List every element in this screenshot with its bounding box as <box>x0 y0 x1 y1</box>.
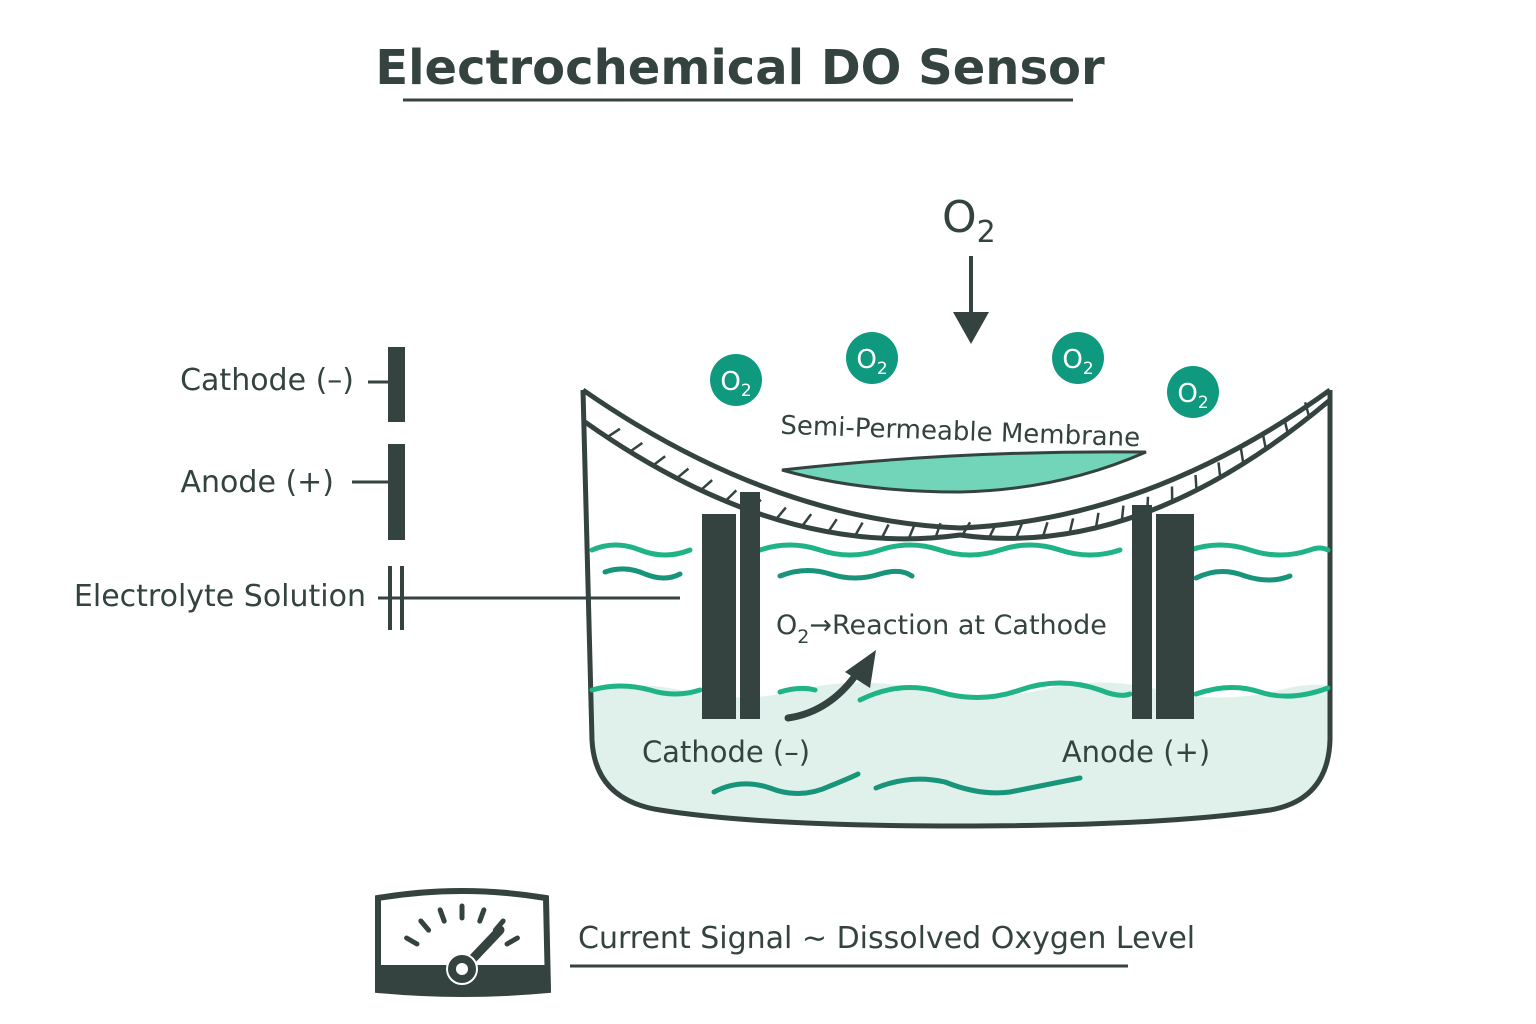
diagram-title: Electrochemical DO Sensor <box>375 40 1105 96</box>
membrane-tick <box>934 522 942 539</box>
cathode-electrode <box>702 492 760 719</box>
oxygen-bubbles: O2 O2 O2 O2 <box>710 332 1219 418</box>
membrane-tick <box>675 467 690 480</box>
membrane-tick <box>961 521 972 536</box>
gauge-tick <box>418 918 432 933</box>
legend-label: Cathode (–) <box>180 363 354 398</box>
legend-label: Anode (+) <box>181 465 334 500</box>
svg-text:O2: O2 <box>856 345 887 379</box>
membrane-tick <box>1041 521 1049 538</box>
electrode-bar-icon <box>388 347 405 422</box>
legend: Cathode (–) Anode (+) Electrolyte Soluti… <box>74 347 408 630</box>
membrane-tick <box>1094 512 1100 529</box>
oxygen-down-arrow-icon <box>953 312 989 344</box>
legend-item-anode: Anode (+) <box>181 444 405 540</box>
membrane-tick <box>652 455 666 467</box>
gauge-tick <box>437 907 447 924</box>
cathode-label: Cathode (–) <box>642 735 810 769</box>
sensor-vessel <box>580 389 1333 829</box>
gauge-tick <box>504 935 520 947</box>
oxygen-source: O2 <box>942 192 996 344</box>
membrane-tick <box>880 523 890 539</box>
membrane-tick <box>1068 518 1075 534</box>
svg-text:O2: O2 <box>1062 345 1093 379</box>
membrane-tick <box>699 479 713 492</box>
gauge-icon <box>375 888 552 997</box>
wave-line <box>589 680 1331 703</box>
electrolyte-waves <box>589 542 1331 796</box>
membrane-tick <box>1194 474 1198 491</box>
reaction-arrow-icon <box>845 650 876 688</box>
oxygen-bubble: O2 <box>710 354 762 406</box>
wave-line <box>589 542 1331 558</box>
svg-text:O2: O2 <box>1177 379 1208 413</box>
gauge-tick <box>404 935 420 947</box>
gauge-tick <box>477 907 487 924</box>
reaction-label: O2→Reaction at Cathode <box>776 610 1107 648</box>
legend-label: Electrolyte Solution <box>74 579 366 614</box>
membrane-tick <box>853 522 864 537</box>
membrane-label: Semi-Permeable Membrane <box>780 411 1141 454</box>
wave-line <box>602 566 1293 583</box>
membrane-tick <box>1303 401 1311 418</box>
legend-item-electrolyte: Electrolyte Solution <box>74 566 408 630</box>
reaction-arrow-shaft <box>784 668 862 722</box>
svg-text:O2: O2 <box>720 367 751 401</box>
oxygen-bubble: O2 <box>1052 332 1104 384</box>
membrane-tick <box>801 513 813 528</box>
anode-label: Anode (+) <box>1062 735 1210 769</box>
electrode-bar-icon <box>388 444 405 540</box>
membrane-tick <box>775 506 787 520</box>
membrane-oxygen-layer <box>781 450 1147 494</box>
oxygen-source-label: O2 <box>942 192 996 250</box>
legend-item-cathode: Cathode (–) <box>180 347 405 422</box>
membrane-outer-curve <box>581 387 1332 531</box>
membrane-tick <box>1217 462 1222 478</box>
membrane-tick <box>606 427 621 439</box>
membrane-tick <box>1283 418 1289 434</box>
membrane-tick <box>629 441 644 453</box>
membrane-tick <box>1239 448 1245 464</box>
anode-electrode <box>1132 505 1194 719</box>
membrane-tick <box>1120 505 1125 521</box>
oxygen-bubble: O2 <box>1167 366 1219 418</box>
membrane-tick <box>1261 433 1268 450</box>
membrane-tick <box>907 524 916 540</box>
membrane-tick <box>987 523 997 539</box>
wave-line <box>711 771 1083 796</box>
membrane-tick <box>827 518 838 533</box>
footer-signal-label: Current Signal ∼ Dissolved Oxygen Level <box>578 921 1195 956</box>
membrane-tick <box>1014 523 1023 539</box>
membrane-inner-curve <box>583 398 1332 542</box>
oxygen-bubble: O2 <box>846 332 898 384</box>
membrane-tick <box>724 489 738 502</box>
